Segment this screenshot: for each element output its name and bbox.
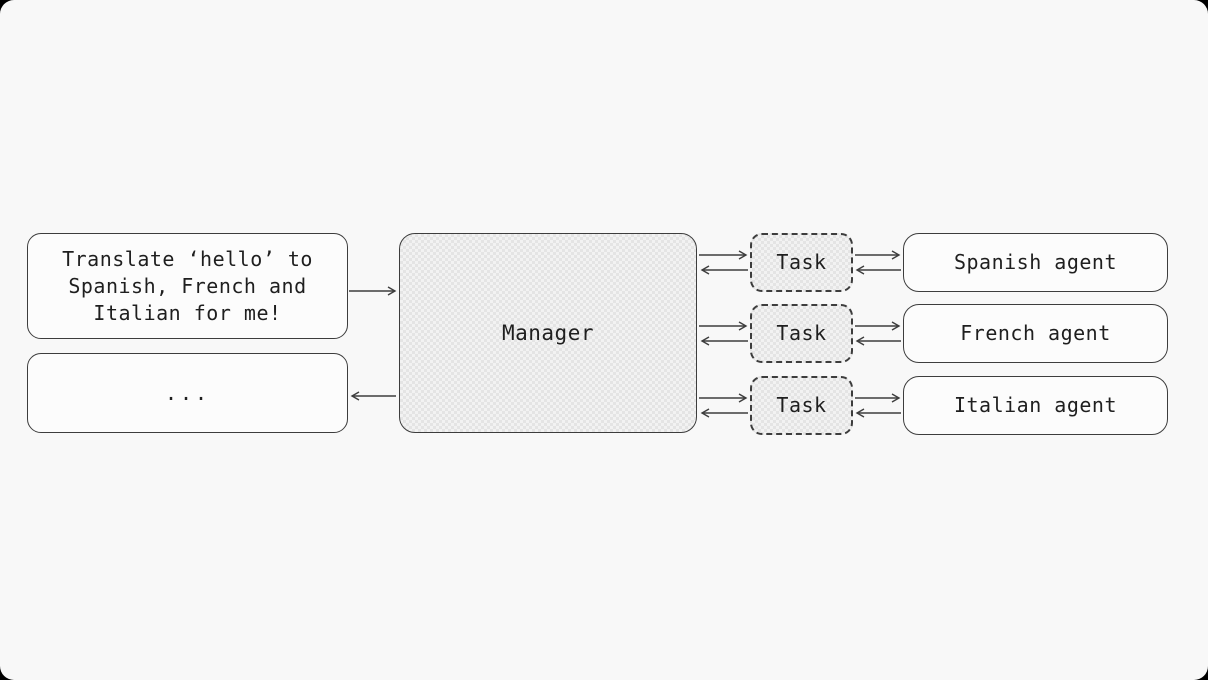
- task-2-label: Task: [776, 321, 827, 345]
- manager-label: Manager: [501, 320, 594, 345]
- task-1-label: Task: [776, 250, 827, 274]
- user-prompt-box: Translate ‘hello’ to Spanish, French and…: [27, 233, 348, 339]
- ellipsis-box: ...: [27, 353, 348, 433]
- spanish-agent-label: Spanish agent: [953, 250, 1118, 274]
- french-agent-label: French agent: [960, 321, 1111, 345]
- user-prompt-label: Translate ‘hello’ to Spanish, French and…: [62, 246, 313, 325]
- task-box-1: Task: [750, 233, 853, 292]
- italian-agent-label: Italian agent: [953, 393, 1118, 417]
- manager-box: Manager: [399, 233, 697, 433]
- french-agent-box: French agent: [903, 304, 1168, 363]
- task-3-label: Task: [776, 393, 827, 417]
- ellipsis-label: ...: [164, 380, 211, 405]
- task-box-3: Task: [750, 376, 853, 435]
- italian-agent-box: Italian agent: [903, 376, 1168, 435]
- spanish-agent-box: Spanish agent: [903, 233, 1168, 292]
- task-box-2: Task: [750, 304, 853, 363]
